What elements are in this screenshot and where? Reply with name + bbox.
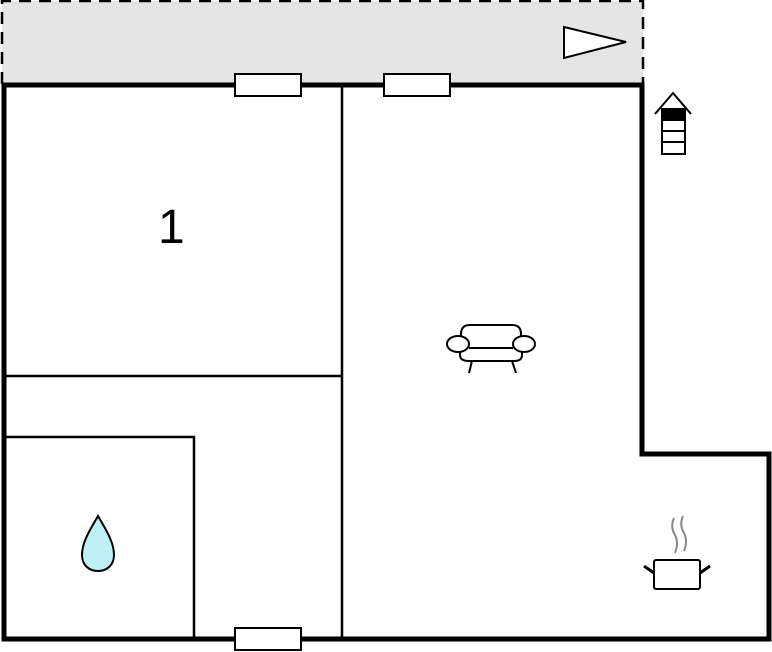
window [234, 627, 302, 651]
window [383, 73, 451, 97]
cooking-pot-icon [643, 515, 711, 590]
terrace [0, 0, 645, 85]
sofa-icon [446, 324, 536, 374]
stairs-up-icon [654, 91, 692, 155]
water-drop-icon [80, 513, 116, 573]
window [234, 73, 302, 97]
outer-wall [1, 82, 772, 642]
room-label-bedroom: 1 [158, 201, 185, 254]
triangle-marker-icon [563, 25, 627, 60]
interior-walls [4, 85, 344, 639]
windows [234, 73, 451, 651]
